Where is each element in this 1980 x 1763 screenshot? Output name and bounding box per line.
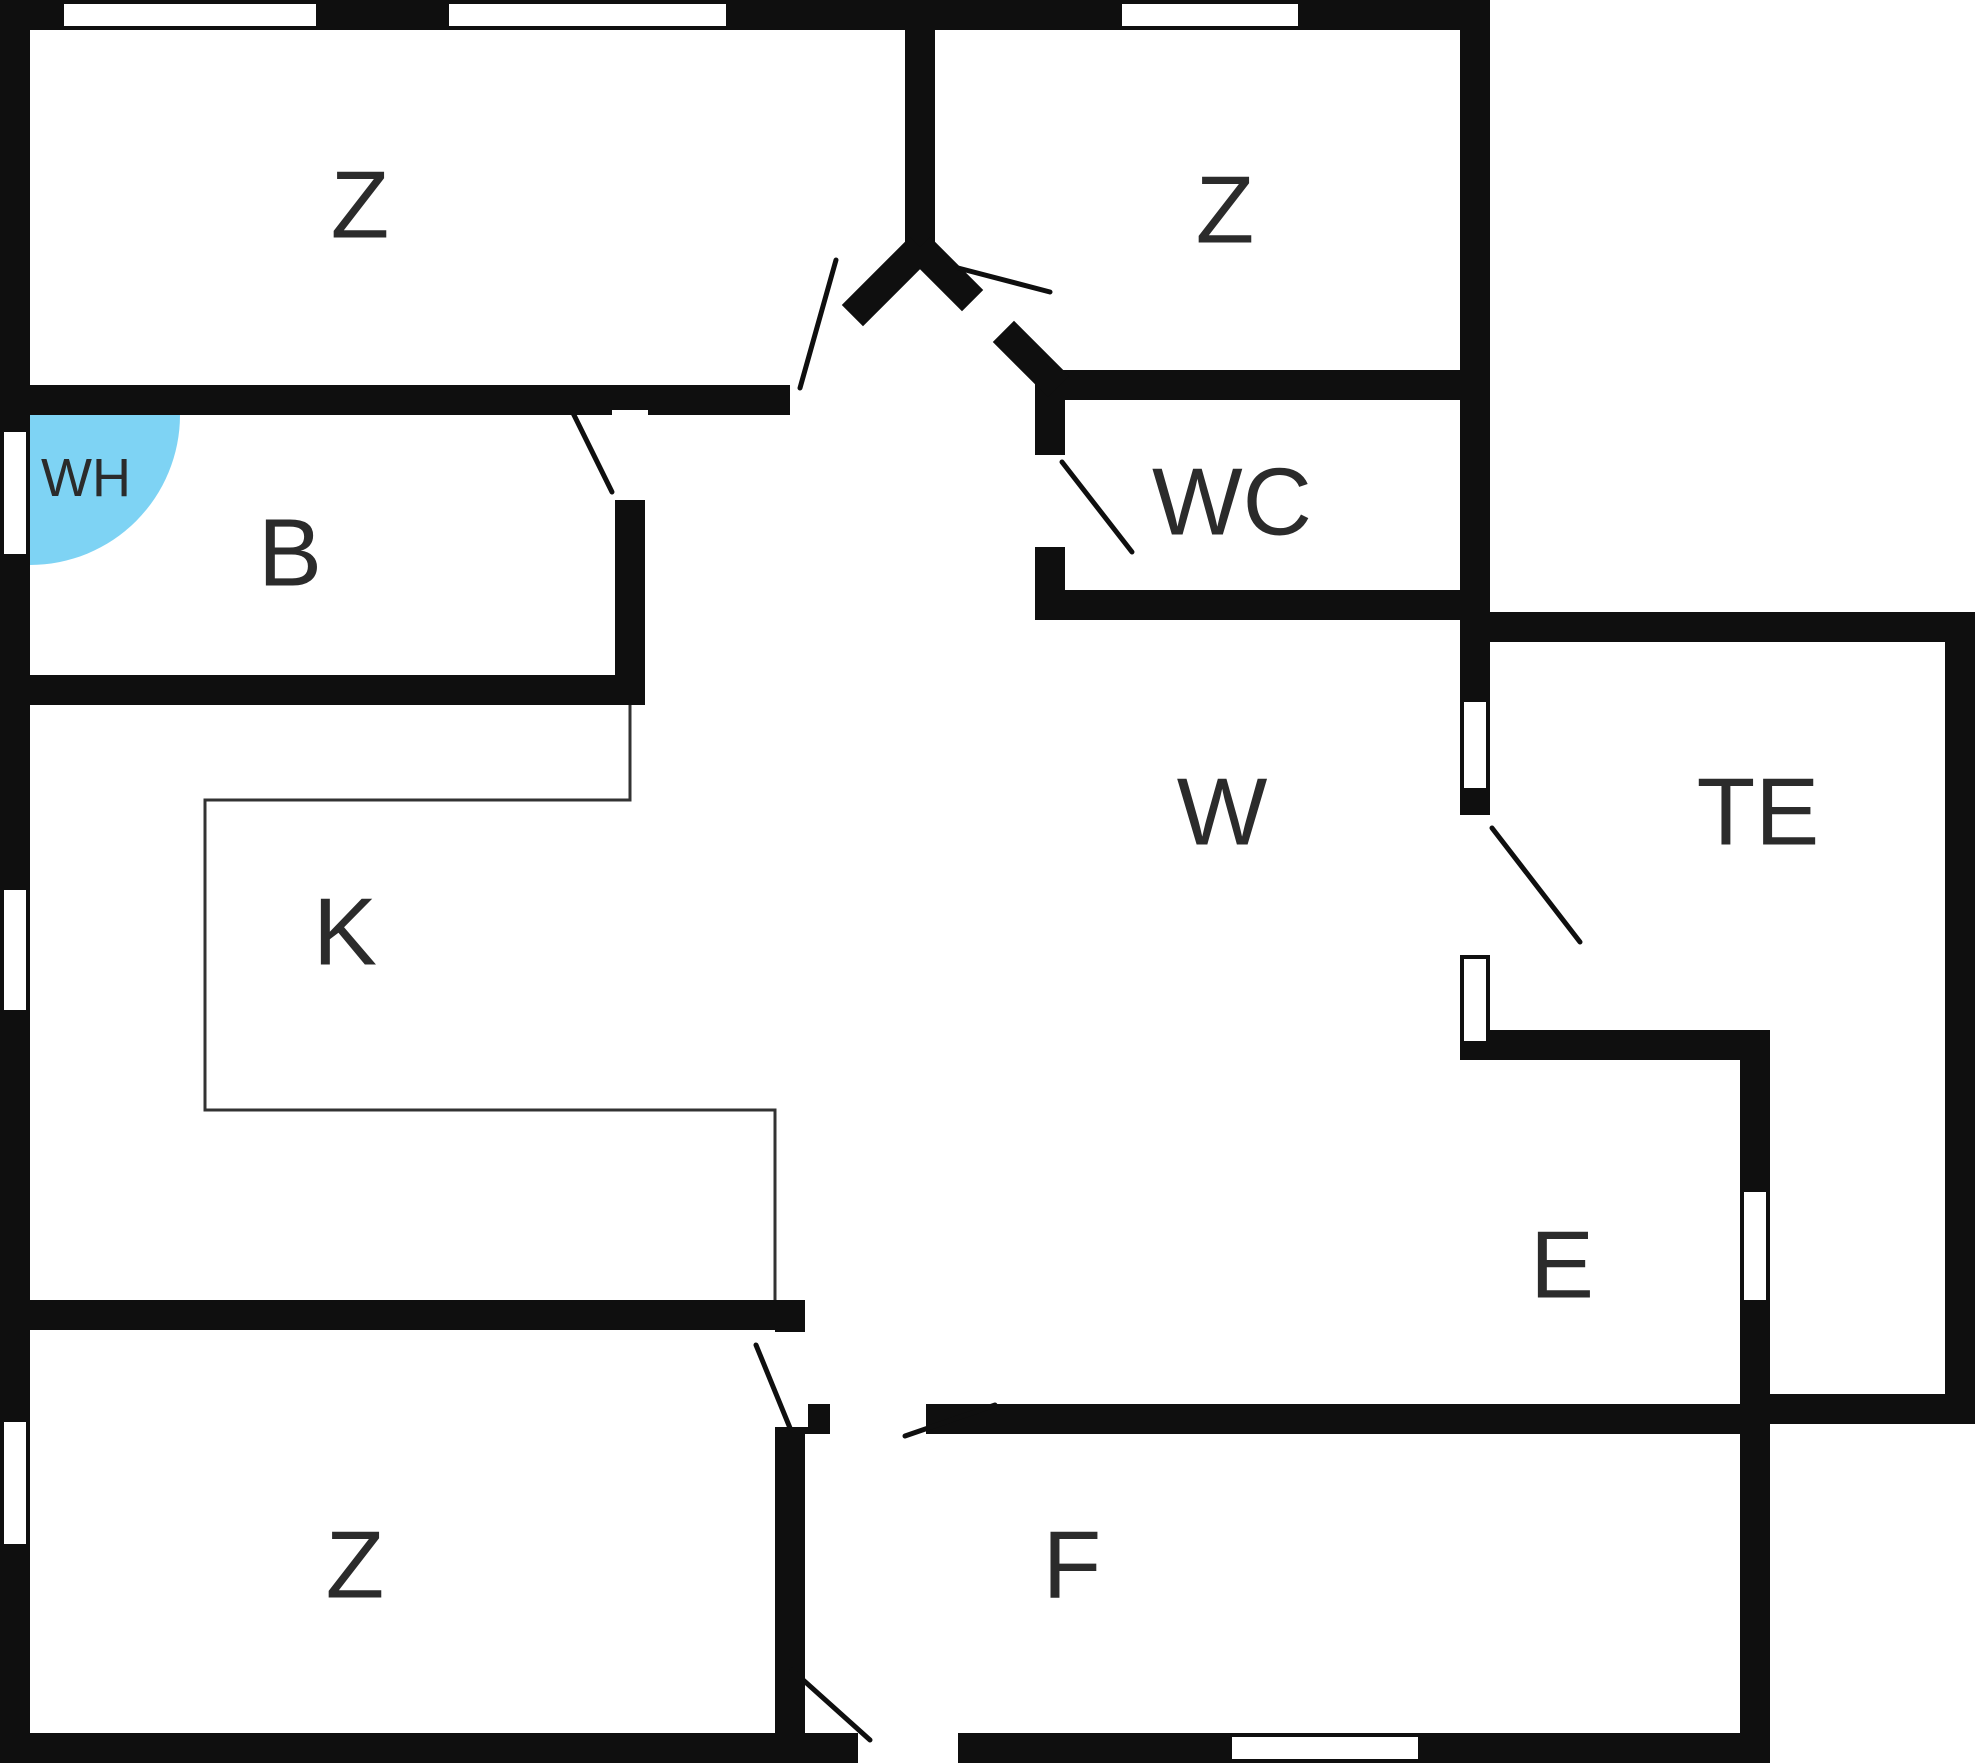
door-swing-z1	[797, 257, 839, 391]
window-top-3	[1118, 0, 1302, 30]
room-label-w: W	[1177, 759, 1268, 866]
room-label-z-top-left: Z	[331, 152, 390, 259]
door-swings	[570, 257, 1583, 1743]
door-swing-b	[570, 410, 615, 495]
kitchen-partition-line	[203, 705, 777, 1300]
window-top-2	[445, 0, 730, 30]
window-left-2	[0, 886, 30, 1014]
extension-footprint	[1460, 612, 1975, 1424]
window-terrace-wall-2	[1460, 955, 1490, 1045]
door-opening-terrace	[1458, 815, 1492, 955]
door-swing-terrace	[1489, 825, 1583, 945]
window-bottom	[1228, 1733, 1422, 1763]
door-opening-z3	[772, 1332, 808, 1427]
door-swing-f	[902, 1402, 998, 1439]
window-left-1	[0, 428, 30, 558]
door-openings	[612, 410, 1492, 1763]
room-label-kitchen: K	[313, 879, 377, 986]
room-label-e: E	[1530, 1212, 1594, 1319]
door-opening-b	[612, 410, 648, 500]
angled-door-wall-stubs	[841, 236, 1070, 398]
door-opening-entrance	[858, 1732, 958, 1763]
door-swing-z2	[955, 265, 1053, 295]
door-opening-f	[830, 1402, 926, 1436]
door-swing-z3	[753, 1342, 793, 1431]
room-label-terrace: TE	[1697, 759, 1820, 866]
door-swing-wc	[1059, 459, 1135, 555]
room-label-z-bottom-left: Z	[326, 1512, 385, 1619]
house-footprint	[0, 0, 1490, 1763]
room-label-b: B	[258, 500, 322, 607]
window-left-3	[0, 1418, 30, 1548]
room-label-wc: WC	[1152, 449, 1312, 556]
room-label-f: F	[1043, 1512, 1102, 1619]
door-opening-wc	[1032, 455, 1068, 547]
window-e-right	[1740, 1188, 1770, 1304]
room-labels: Z Z WC B WH K W TE E Z F	[41, 152, 1819, 1619]
room-label-z-top-right: Z	[1196, 157, 1255, 264]
window-top-1	[60, 0, 320, 30]
windows	[0, 0, 1770, 1763]
door-swing-entrance	[789, 1667, 873, 1743]
window-terrace-wall-1	[1460, 698, 1490, 792]
room-label-water-heater: WH	[41, 448, 131, 508]
water-heater	[30, 415, 180, 565]
